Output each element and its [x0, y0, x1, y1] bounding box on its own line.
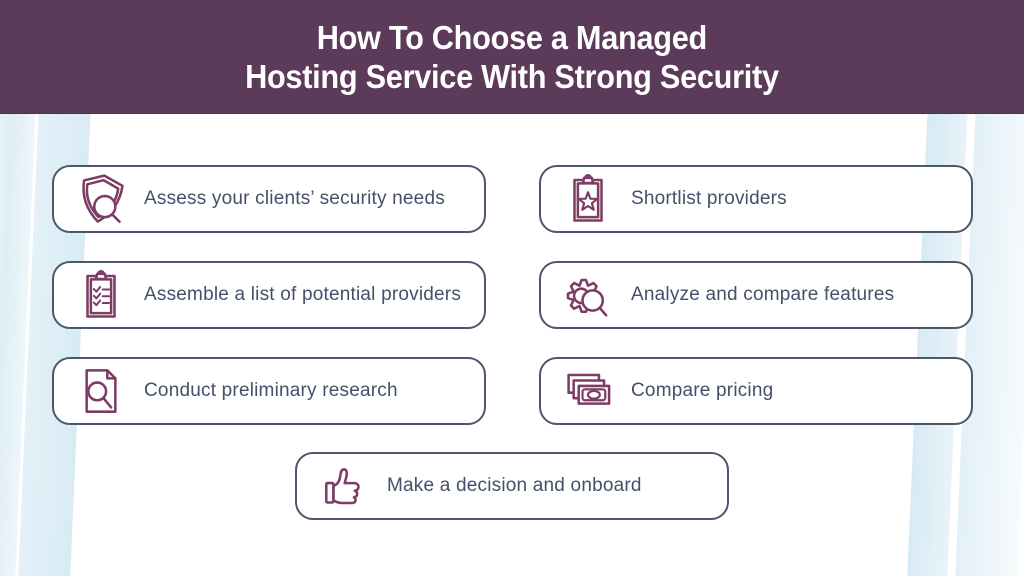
- step-card-compare-pricing: Compare pricing: [539, 357, 973, 425]
- clipboard-star-icon: [561, 172, 615, 226]
- step-card-preliminary-research: Conduct preliminary research: [52, 357, 486, 425]
- page-title-line1: How To Choose a Managed: [316, 18, 708, 56]
- thumbs-up-icon: [317, 459, 371, 513]
- step-card-assess-security-needs: Assess your clients’ security needs: [52, 165, 486, 233]
- shield-magnifier-icon: [74, 172, 128, 226]
- step-card-analyze-features: Analyze and compare features: [539, 261, 973, 329]
- step-card-assemble-list: Assemble a list of potential providers: [52, 261, 486, 329]
- banknotes-icon: [561, 364, 615, 418]
- step-label: Shortlist providers: [631, 188, 787, 209]
- step-label: Make a decision and onboard: [387, 475, 642, 496]
- step-label: Assess your clients’ security needs: [144, 188, 445, 209]
- step-card-decide-onboard: Make a decision and onboard: [295, 452, 729, 520]
- step-label: Analyze and compare features: [631, 284, 895, 305]
- header-banner: How To Choose a Managed Hosting Service …: [0, 0, 1024, 114]
- step-label: Assemble a list of potential providers: [144, 284, 462, 305]
- page-title-line2: Hosting Service With Strong Security: [245, 57, 779, 95]
- step-label: Conduct preliminary research: [144, 380, 398, 401]
- document-magnifier-icon: [74, 364, 128, 418]
- clipboard-checklist-icon: [74, 268, 128, 322]
- step-label: Compare pricing: [631, 380, 774, 401]
- gear-magnifier-icon: [561, 268, 615, 322]
- step-card-shortlist-providers: Shortlist providers: [539, 165, 973, 233]
